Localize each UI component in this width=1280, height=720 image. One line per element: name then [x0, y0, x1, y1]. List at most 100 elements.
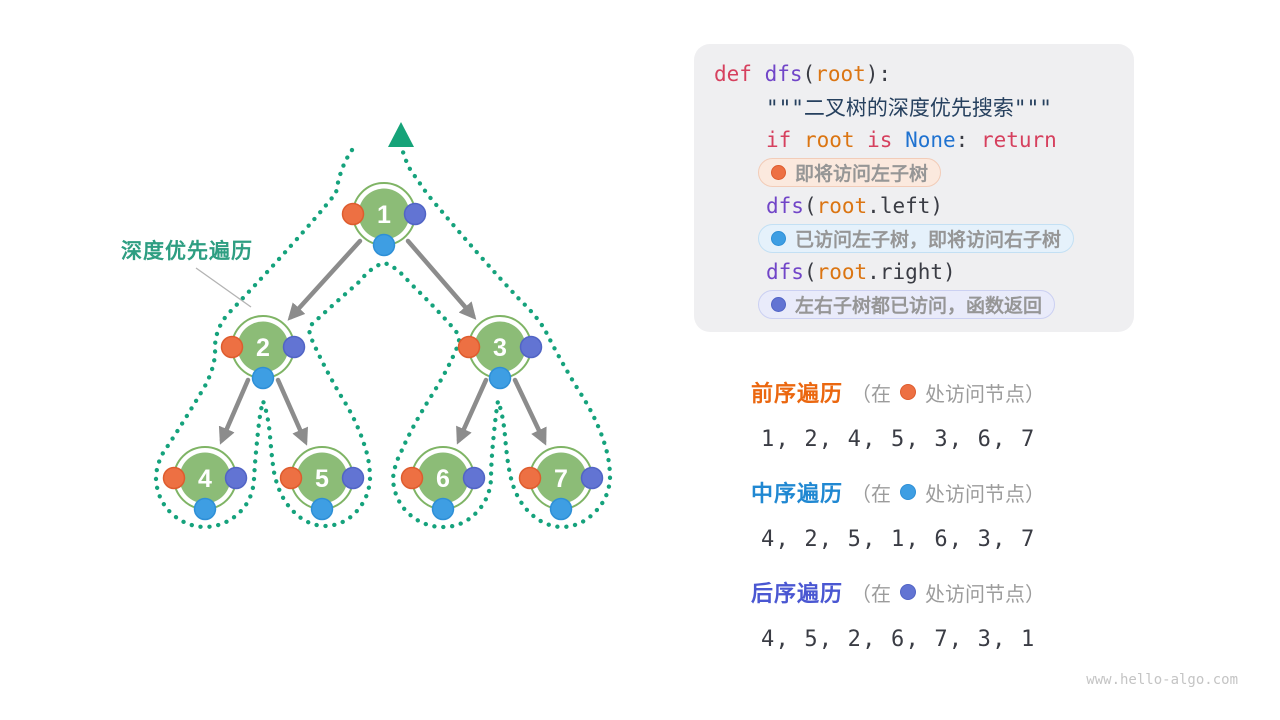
code-token-arg: root [816, 259, 868, 284]
badge-label: 即将访问左子树 [795, 164, 929, 185]
tree-edge-3-6 [456, 377, 489, 445]
preorder-heading: 前序遍历 （在 处访问节点） [751, 376, 1151, 408]
postorder-visit-dot [403, 202, 427, 226]
code-token-arg: root [815, 61, 866, 86]
preorder-dot-icon [900, 384, 917, 400]
paren-close-text: 处访问节点） [925, 483, 1046, 506]
preorder-title: 前序遍历 [751, 381, 844, 406]
postorder-dot-icon [771, 297, 786, 312]
inorder-visit-dot [193, 497, 217, 521]
inorder-visit-dot [488, 366, 512, 390]
postorder-heading: 后序遍历 （在 处访问节点） [751, 576, 1151, 608]
inorder-hint: （在 处访问节点） [851, 478, 1045, 507]
preorder-annotation-badge: 即将访问左子树 [758, 158, 942, 187]
paren-close-text: 处访问节点） [925, 583, 1046, 606]
tree-edge-1-2 [287, 238, 363, 321]
node-value: 3 [493, 334, 507, 362]
code-token-fn-call: dfs [766, 193, 804, 218]
code-line-if: if root is None: return [714, 123, 1134, 156]
badge-label: 左右子树都已访问，函数返回 [795, 296, 1043, 317]
node-circle [358, 188, 410, 240]
dfs-label: 深度优先遍历 [121, 240, 253, 263]
postorder-dot-icon [900, 584, 917, 600]
code-line-badge-postorder: 左右子树都已访问，函数返回 [714, 288, 1134, 321]
badge-label: 已访问左子树，即将访问右子树 [795, 230, 1062, 251]
paren-close-text: 处访问节点） [925, 383, 1046, 406]
preorder-visit-dot [518, 466, 542, 490]
node-circle [474, 321, 526, 373]
preorder-sequence: 1, 2, 4, 5, 3, 6, 7 [761, 427, 1036, 452]
inorder-visit-dot [372, 233, 396, 257]
postorder-section: 后序遍历 （在 处访问节点） 4, 5, 2, 6, 7, 3, 1 [751, 576, 1151, 652]
inorder-title: 中序遍历 [751, 481, 844, 506]
code-line-docstring: """二叉树的深度优先搜索""" [714, 90, 1134, 123]
paren-open-text: （在 [851, 583, 892, 606]
node-circle [179, 452, 231, 504]
tree-edge-3-7 [512, 377, 547, 446]
preorder-hint: （在 处访问节点） [851, 378, 1045, 407]
tree-node-2: 2 [220, 315, 306, 390]
return-arrow-triangle-icon [388, 122, 414, 147]
postorder-annotation-badge: 左右子树都已访问，函数返回 [758, 290, 1056, 319]
preorder-visit-dot [279, 466, 303, 490]
tree-edge-1-3 [405, 238, 477, 320]
code-token: ): [865, 61, 892, 86]
node-circle [237, 321, 289, 373]
code-token: ( [802, 61, 816, 86]
code-token: : [955, 127, 981, 152]
tree-node-5: 5 [279, 446, 365, 521]
code-line-dfs-right: dfs(root.right) [714, 255, 1134, 288]
code-token-is: is [867, 127, 906, 152]
code-token-def: def [714, 61, 765, 86]
postorder-visit-dot [224, 466, 248, 490]
tree-node-6: 6 [400, 446, 486, 521]
node-value: 7 [554, 465, 568, 493]
postorder-hint: （在 处访问节点） [851, 578, 1045, 607]
code-line-badge-inorder: 已访问左子树，即将访问右子树 [714, 222, 1134, 255]
watermark: www.hello-algo.com [1086, 672, 1238, 688]
code-token: .left) [867, 193, 944, 218]
code-token: .right) [867, 259, 956, 284]
dfs-contour-path [153, 147, 613, 530]
preorder-visit-dot [162, 466, 186, 490]
code-block: def dfs(root): """二叉树的深度优先搜索""" if root … [694, 44, 1134, 332]
preorder-section: 前序遍历 （在 处访问节点） 1, 2, 4, 5, 3, 6, 7 [751, 376, 1151, 452]
code-line-dfs-left: dfs(root.left) [714, 189, 1134, 222]
inorder-sequence: 4, 2, 5, 1, 6, 3, 7 [761, 527, 1036, 552]
tree-node-7: 7 [518, 446, 604, 521]
preorder-visit-dot [341, 202, 365, 226]
postorder-sequence: 4, 5, 2, 6, 7, 3, 1 [761, 627, 1036, 652]
postorder-visit-dot [519, 335, 543, 359]
code-token: ( [803, 193, 817, 218]
inorder-dot-icon [900, 484, 917, 500]
code-token-if: if [766, 127, 804, 152]
node-value: 6 [436, 465, 450, 493]
postorder-visit-dot [282, 335, 306, 359]
preorder-visit-dot [457, 335, 481, 359]
inorder-visit-dot [310, 497, 334, 521]
inorder-dot-icon [771, 231, 786, 246]
inorder-visit-dot [251, 366, 275, 390]
node-circle [296, 452, 348, 504]
code-token-fn-call: dfs [766, 259, 804, 284]
inorder-annotation-badge: 已访问左子树，即将访问右子树 [758, 224, 1075, 253]
postorder-visit-dot [341, 466, 365, 490]
tree-node-3: 3 [457, 315, 543, 390]
node-circle [535, 452, 587, 504]
tree-node-4: 4 [162, 446, 248, 521]
code-line-badge-preorder: 即将访问左子树 [714, 156, 1134, 189]
postorder-visit-dot [462, 466, 486, 490]
node-value: 4 [198, 465, 212, 493]
tree-edge-2-5 [275, 377, 308, 446]
code-token-arg: root [803, 127, 868, 152]
preorder-visit-dot [400, 466, 424, 490]
inorder-visit-dot [431, 497, 455, 521]
label-leader-line [195, 267, 252, 308]
tree-node-1: 1 [341, 182, 427, 257]
postorder-title: 后序遍历 [751, 581, 844, 606]
inorder-section: 中序遍历 （在 处访问节点） 4, 2, 5, 1, 6, 3, 7 [751, 476, 1151, 552]
node-value: 5 [315, 465, 329, 493]
node-value: 1 [377, 201, 391, 229]
